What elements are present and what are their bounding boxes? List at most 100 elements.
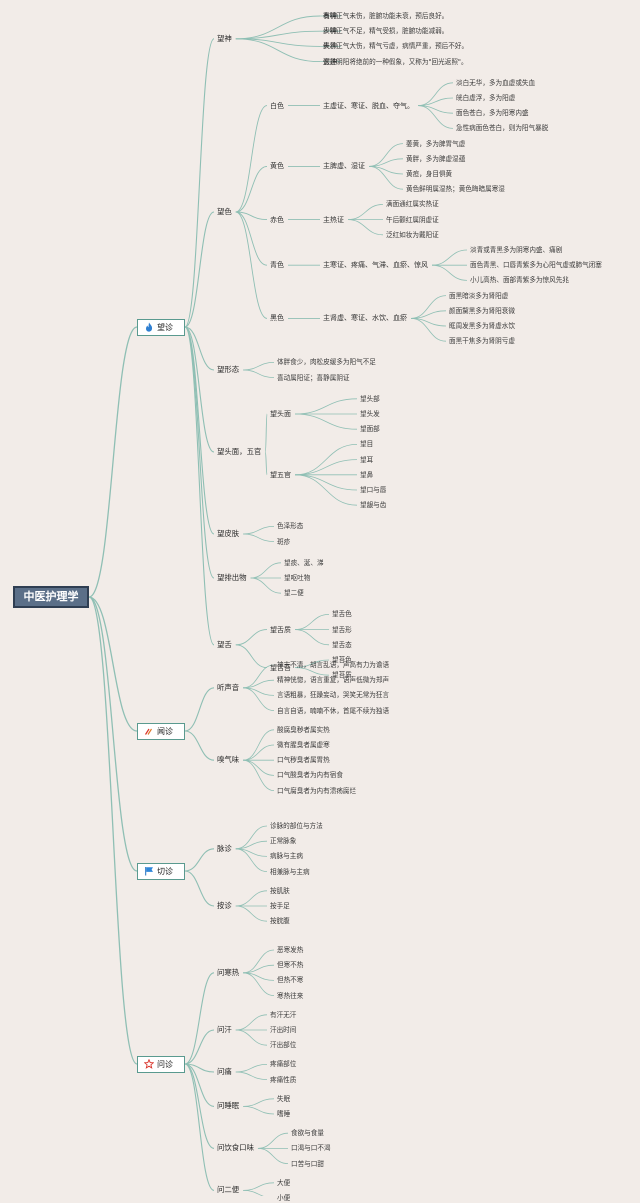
leaf-topic[interactable]: 汗出时间 [270, 1026, 297, 1034]
leaf-topic[interactable]: 口气腐臭者为内有溃疡腐烂 [277, 786, 357, 795]
topic-3[interactable]: 黄色 [270, 162, 284, 171]
leaf-topic[interactable]: 诊脉的部位与方法 [270, 822, 323, 830]
leaf-topic[interactable]: 但热不寒 [277, 976, 304, 985]
topic-4[interactable]: 主脾虚、湿证 [323, 162, 365, 171]
leaf-topic[interactable]: 相兼脉与主病 [270, 867, 310, 876]
leaf-topic[interactable]: 望头发 [360, 410, 380, 418]
topic-3[interactable]: 有神 [323, 12, 337, 20]
leaf-topic[interactable]: 按肌肤 [270, 886, 290, 895]
topic-3[interactable]: 青色 [270, 261, 284, 270]
topic-4[interactable]: 主寒证、疼痛、气滞、血瘀、惊风 [323, 261, 428, 270]
leaf-topic[interactable]: 大便 [277, 1178, 291, 1187]
leaf-topic[interactable]: 小儿高热、面部青紫多为惊风先兆 [470, 276, 569, 285]
topic-4[interactable]: 主热证 [323, 215, 344, 224]
topic-2[interactable]: 望舌 [217, 639, 232, 649]
leaf-topic[interactable]: 疼痛性质 [270, 1075, 297, 1084]
topic-2[interactable]: 问痛 [217, 1067, 232, 1076]
leaf-topic[interactable]: 酸腐臭秽者属实热 [277, 725, 330, 734]
leaf-topic[interactable]: 望苔色 [332, 656, 352, 664]
leaf-topic[interactable]: 体胖食少，肉松皮缓多为阳气不足 [277, 358, 376, 367]
leaf-topic[interactable]: 黄色鲜明属湿热；黄色晦暗属寒湿 [406, 185, 505, 194]
leaf-topic[interactable]: 淡白无华，多为血虚或失血 [456, 78, 536, 87]
leaf-topic[interactable]: 望苔质 [332, 671, 352, 680]
leaf-topic[interactable]: 萎黄，多为脾胃气虚 [406, 139, 466, 148]
leaf-topic[interactable]: 失眠 [277, 1094, 291, 1103]
topic-3[interactable]: 失神 [323, 42, 337, 51]
leaf-topic[interactable]: 望二便 [284, 589, 304, 598]
leaf-topic[interactable]: 望耳 [360, 455, 374, 464]
leaf-topic[interactable]: 口渴与口不渴 [291, 1144, 331, 1153]
leaf-topic[interactable]: 精神恍惚，语言重复，语声低微为郑声 [277, 676, 390, 685]
leaf-topic[interactable]: 黄胖，多为脾虚湿蕴 [406, 154, 466, 163]
topic-2[interactable]: 问寒热 [217, 967, 240, 977]
topic-3[interactable]: 望五官 [270, 470, 291, 479]
leaf-topic[interactable]: 微有腥臭者属虚寒 [277, 741, 330, 749]
leaf-topic[interactable]: 言语粗暴，狂躁妄动，哭笑无常为狂言 [277, 691, 390, 700]
leaf-topic[interactable]: 望痰、涎、涕 [284, 558, 324, 567]
leaf-topic[interactable]: 眶周发黑多为肾虚水饮 [449, 322, 515, 330]
leaf-topic[interactable]: 有汗无汗 [270, 1010, 297, 1019]
leaf-topic[interactable]: 小便 [277, 1194, 291, 1202]
leaf-topic[interactable]: 㿠白虚浮，多为阳虚 [456, 94, 516, 102]
leaf-topic[interactable]: 面色青黑、口唇青紫多为心阳气虚或肺气闭塞 [470, 261, 602, 270]
leaf-topic[interactable]: 望鼻 [360, 470, 374, 479]
topic-4[interactable]: 主肾虚、寒证、水饮、血瘀 [323, 314, 407, 323]
leaf-topic[interactable]: 望舌色 [332, 610, 352, 619]
leaf-topic[interactable]: 按脘腹 [270, 917, 290, 926]
leaf-topic[interactable]: 面黑暗淡多为肾阳虚 [449, 291, 509, 300]
branch-1[interactable]: 望诊 [137, 319, 185, 336]
leaf-topic[interactable]: 斑疹 [277, 537, 291, 546]
leaf-topic[interactable]: 望龈与齿 [360, 501, 387, 510]
leaf-topic[interactable]: 望舌形 [332, 625, 352, 634]
leaf-topic[interactable]: 但寒不热 [277, 961, 304, 970]
leaf-topic[interactable]: 神志不清，胡言乱语，声高有力为谵语 [277, 661, 390, 669]
leaf-topic[interactable]: 色泽形态 [277, 522, 304, 531]
leaf-topic[interactable]: 急性病面色苍白，则为阳气暴脱 [456, 124, 549, 133]
topic-2[interactable]: 问睡眠 [217, 1101, 240, 1111]
topic-2[interactable]: 望排出物 [217, 573, 247, 582]
leaf-topic[interactable]: 正常脉象 [270, 837, 297, 846]
topic-2[interactable]: 望神 [217, 33, 232, 43]
topic-4[interactable]: 主虚证、寒证、脱血、夺气。 [323, 101, 414, 110]
branch-3[interactable]: 切诊 [137, 863, 185, 880]
topic-2[interactable]: 问汗 [217, 1025, 232, 1034]
leaf-topic[interactable]: 面黑干焦多为肾阴亏虚 [449, 337, 515, 346]
topic-3[interactable]: 少神 [323, 27, 337, 36]
leaf-topic[interactable]: 颜面黧黑多为肾阳衰微 [449, 306, 515, 315]
leaf-topic[interactable]: 望面部 [360, 425, 380, 434]
leaf-topic[interactable]: 望呕吐物 [284, 574, 311, 582]
topic-2[interactable]: 按诊 [217, 901, 232, 910]
topic-3[interactable]: 假神 [323, 57, 337, 66]
leaf-topic[interactable]: 口气秽臭者属胃热 [277, 756, 330, 765]
leaf-topic[interactable]: 淡青或青黑多为阴寒内盛、痛剧 [470, 246, 563, 254]
topic-2[interactable]: 问二便 [217, 1185, 240, 1195]
leaf-topic[interactable]: 喜动属阳证；喜静属阴证 [277, 373, 350, 382]
leaf-topic[interactable]: 食欲与食量 [291, 1129, 324, 1138]
leaf-topic[interactable]: 表明正气未伤，脏腑功能未衰，预后良好。 [323, 12, 449, 20]
leaf-topic[interactable]: 病脉与主病 [270, 852, 303, 861]
topic-2[interactable]: 望形态 [217, 365, 240, 374]
leaf-topic[interactable]: 汗出部位 [270, 1041, 297, 1050]
topic-3[interactable]: 白色 [270, 101, 284, 110]
leaf-topic[interactable]: 午后颧红属阴虚证 [386, 215, 439, 224]
leaf-topic[interactable]: 望口与唇 [360, 486, 387, 494]
leaf-topic[interactable]: 满面通红属实热证 [386, 200, 439, 209]
leaf-topic[interactable]: 望目 [360, 440, 374, 449]
leaf-topic[interactable]: 自言自语，喃喃不休，首尾不续为独语 [277, 706, 390, 715]
leaf-topic[interactable]: 口苦与口甜 [291, 1159, 324, 1168]
leaf-topic[interactable]: 表明正气不足，精气受损，脏腑功能减弱。 [323, 27, 449, 36]
topic-2[interactable]: 望头面，五官 [217, 447, 262, 456]
leaf-topic[interactable]: 寒热往来 [277, 991, 304, 1000]
leaf-topic[interactable]: 表示正气大伤，精气亏虚，病情严重，预后不好。 [323, 42, 469, 51]
topic-2[interactable]: 脉诊 [217, 843, 232, 853]
leaf-topic[interactable]: 这是阴阳将绝前的一种假象，又称为"回光返照"。 [323, 57, 468, 66]
leaf-topic[interactable]: 嗜睡 [277, 1110, 291, 1118]
leaf-topic[interactable]: 面色苍白，多为阳寒内盛 [456, 109, 529, 118]
leaf-topic[interactable]: 黄疸，身目俱黄 [406, 170, 453, 178]
leaf-topic[interactable]: 望头部 [360, 394, 380, 403]
topic-3[interactable]: 赤色 [270, 215, 284, 224]
leaf-topic[interactable]: 泛红如妆为戴阳证 [386, 230, 439, 239]
topic-2[interactable]: 望皮肤 [217, 529, 240, 538]
root-node[interactable]: 中医护理学 [13, 586, 89, 608]
topic-3[interactable]: 望头面 [270, 410, 291, 418]
